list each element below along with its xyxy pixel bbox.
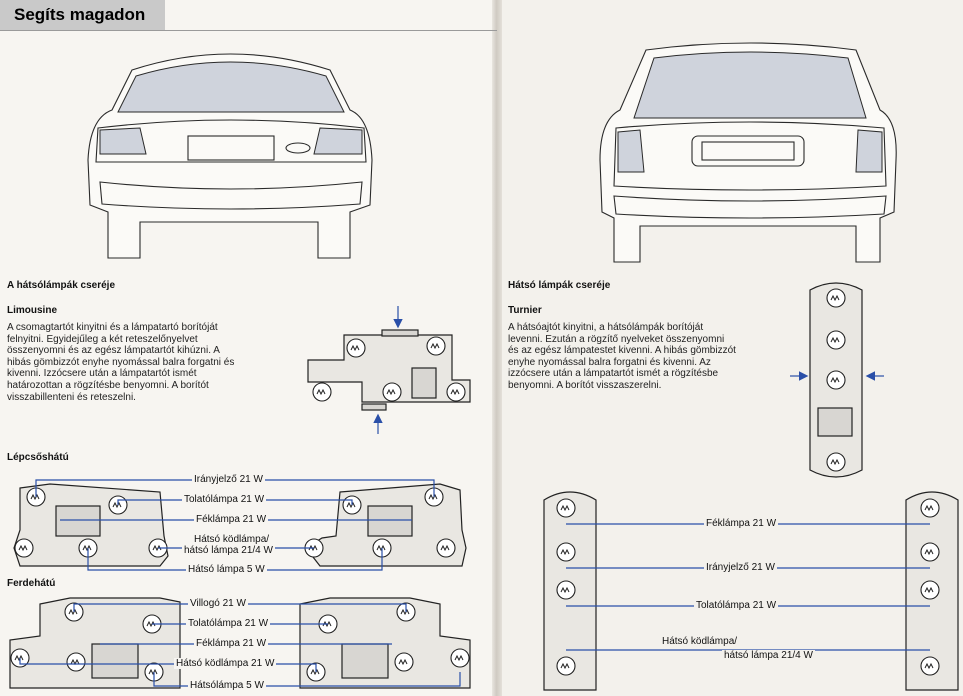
- oblique-title: Ferdehátú: [7, 578, 56, 589]
- oblique-label-brake: Féklámpa 21 W: [194, 638, 269, 649]
- turnier-label-fog-2: hátsó lámpa 21/4 W: [722, 650, 815, 661]
- step-label-fog-1: Hátsó ködlámpa/: [192, 534, 272, 545]
- oblique-label-fog: Hátsó ködlámpa 21 W: [174, 658, 277, 669]
- oblique-holder-right: [299, 597, 471, 689]
- right-body: A hátsóajtót kinyitni, a hátsólámpák bor…: [508, 322, 736, 391]
- step-label-fog-2: hátsó lámpa 21/4 W: [182, 545, 275, 556]
- limousine-holder-diagram: [307, 306, 471, 434]
- turnier-label-reverse: Tolatólámpa 21 W: [694, 600, 779, 611]
- step-title: Lépcsőshátú: [7, 452, 69, 463]
- header-rule: [0, 30, 497, 31]
- turnier-label-fog-1: Hátsó ködlámpa/: [660, 636, 740, 647]
- oblique-label-reverse: Tolatólámpa 21 W: [186, 618, 271, 629]
- left-subtitle: Limousine: [7, 305, 58, 316]
- step-label-turn: Irányjelző 21 W: [192, 474, 265, 485]
- step-label-brake: Féklámpa 21 W: [194, 514, 269, 525]
- left-body: A csomagtartót kinyitni és a lámpatartó …: [7, 322, 235, 403]
- left-section-title: A hátsólámpák cseréje: [7, 280, 116, 291]
- step-label-tail: Hátsó lámpa 5 W: [186, 564, 267, 575]
- header-bar: [0, 0, 165, 30]
- turnier-label-brake: Féklámpa 21 W: [704, 518, 779, 529]
- sedan-rear-illustration: [87, 53, 373, 259]
- right-subtitle: Turnier: [508, 305, 542, 316]
- step-holder-left: [13, 483, 169, 567]
- turnier-holder-diagram: [790, 282, 884, 478]
- right-section-title: Hátsó lámpák cseréje: [508, 280, 611, 291]
- step-label-reverse: Tolatólámpa 21 W: [182, 494, 267, 505]
- turnier-label-turn: Irányjelző 21 W: [704, 562, 777, 573]
- turnier-holder-right: [905, 491, 959, 691]
- oblique-holder-left: [9, 597, 181, 689]
- step-holder-right: [304, 483, 467, 567]
- turnier-holder-left: [543, 491, 597, 691]
- oblique-label-blinker: Villogó 21 W: [188, 598, 248, 609]
- oblique-label-tail: Hátsólámpa 5 W: [188, 680, 266, 691]
- book-gutter: [492, 0, 502, 696]
- estate-rear-illustration: [599, 42, 897, 263]
- page-title: Segíts magadon: [14, 5, 146, 24]
